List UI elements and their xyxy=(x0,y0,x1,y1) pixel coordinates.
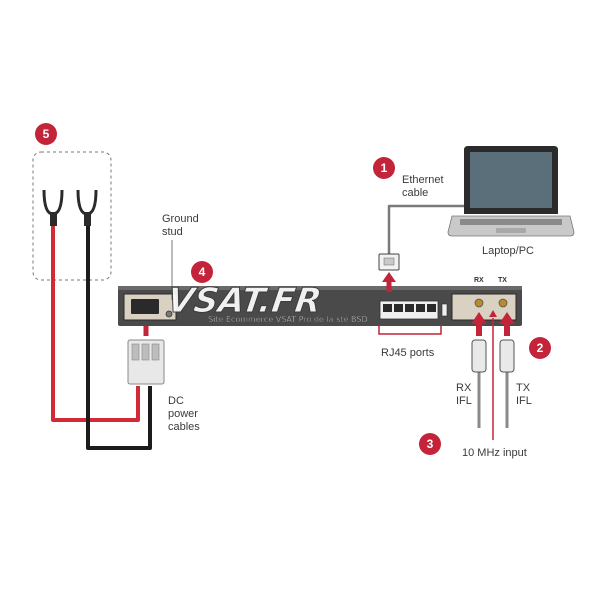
ground-stud-label-1: Ground xyxy=(162,213,199,225)
ethernet-arrow-icon xyxy=(382,272,396,292)
rx-arrow-icon xyxy=(471,312,487,336)
tx-connector-icon xyxy=(498,298,508,308)
watermark: VSAT.FR Site Ecommerce VSAT Pro de la st… xyxy=(164,281,368,325)
callout-2-number: 2 xyxy=(537,341,544,355)
tx-ifl-label-1: TX xyxy=(516,382,531,394)
callout-5: 5 xyxy=(35,123,57,145)
rx-top-label: RX xyxy=(474,277,484,284)
ten-mhz-arrow-icon xyxy=(489,310,497,317)
callout-4: 4 xyxy=(191,261,213,283)
rj45-ports-label: RJ45 ports xyxy=(381,347,435,359)
black-dc-cable xyxy=(86,226,152,450)
usb-port-icon xyxy=(441,303,448,317)
callout-4-number: 4 xyxy=(199,265,206,279)
rj45-bracket xyxy=(378,326,442,335)
laptop-icon xyxy=(447,146,575,237)
ethernet-cable-label-2: cable xyxy=(402,187,428,199)
ground-stud-label-2: stud xyxy=(162,226,183,238)
rj45-port-icon xyxy=(416,304,425,312)
tx-arrow-icon xyxy=(499,312,515,336)
dc-terminals-group xyxy=(32,151,112,281)
ten-mhz-label: 10 MHz input xyxy=(462,447,527,459)
dc-cables-label-1: DC xyxy=(168,395,184,407)
callout-5-number: 5 xyxy=(43,127,50,141)
rx-connector-icon xyxy=(474,298,484,308)
red-dc-cable xyxy=(51,226,140,422)
ethernet-plug-icon xyxy=(378,253,400,271)
laptop-label: Laptop/PC xyxy=(482,245,534,257)
rx-ifl-label-1: RX xyxy=(456,382,472,394)
rj45-port-icon xyxy=(383,304,392,312)
black-fork-terminal-icon xyxy=(76,189,98,226)
rx-ifl-label-2: IFL xyxy=(456,395,472,407)
red-fork-terminal-icon xyxy=(42,189,64,226)
watermark-brand: VSAT.FR xyxy=(165,281,324,321)
tx-ifl-cable xyxy=(499,339,515,428)
rj45-port-icon xyxy=(427,304,436,312)
rj45-port-icon xyxy=(405,304,414,312)
dc-cables-label-2: power xyxy=(168,408,198,420)
callout-3: 3 xyxy=(419,433,441,455)
watermark-tagline: Site Ecommerce VSAT Pro de la sté BSD xyxy=(208,314,368,324)
callout-1: 1 xyxy=(373,157,395,179)
terminals-dashed-box xyxy=(32,151,112,281)
ethernet-cable xyxy=(387,204,464,262)
callout-2: 2 xyxy=(529,337,551,359)
power-inlet-icon xyxy=(131,299,159,314)
dc-connector-icon xyxy=(127,339,165,385)
rx-ifl-cable xyxy=(471,339,487,428)
dc-cables-label-3: cables xyxy=(168,421,200,433)
callout-1-number: 1 xyxy=(381,161,388,175)
tx-ifl-label-2: IFL xyxy=(516,395,532,407)
rj45-port-icon xyxy=(394,304,403,312)
ethernet-cable-label-1: Ethernet xyxy=(402,174,444,186)
vsat-modem-device xyxy=(118,286,522,326)
tx-top-label: TX xyxy=(498,277,507,284)
callout-3-number: 3 xyxy=(427,437,434,451)
ground-stud-icon xyxy=(165,310,173,318)
